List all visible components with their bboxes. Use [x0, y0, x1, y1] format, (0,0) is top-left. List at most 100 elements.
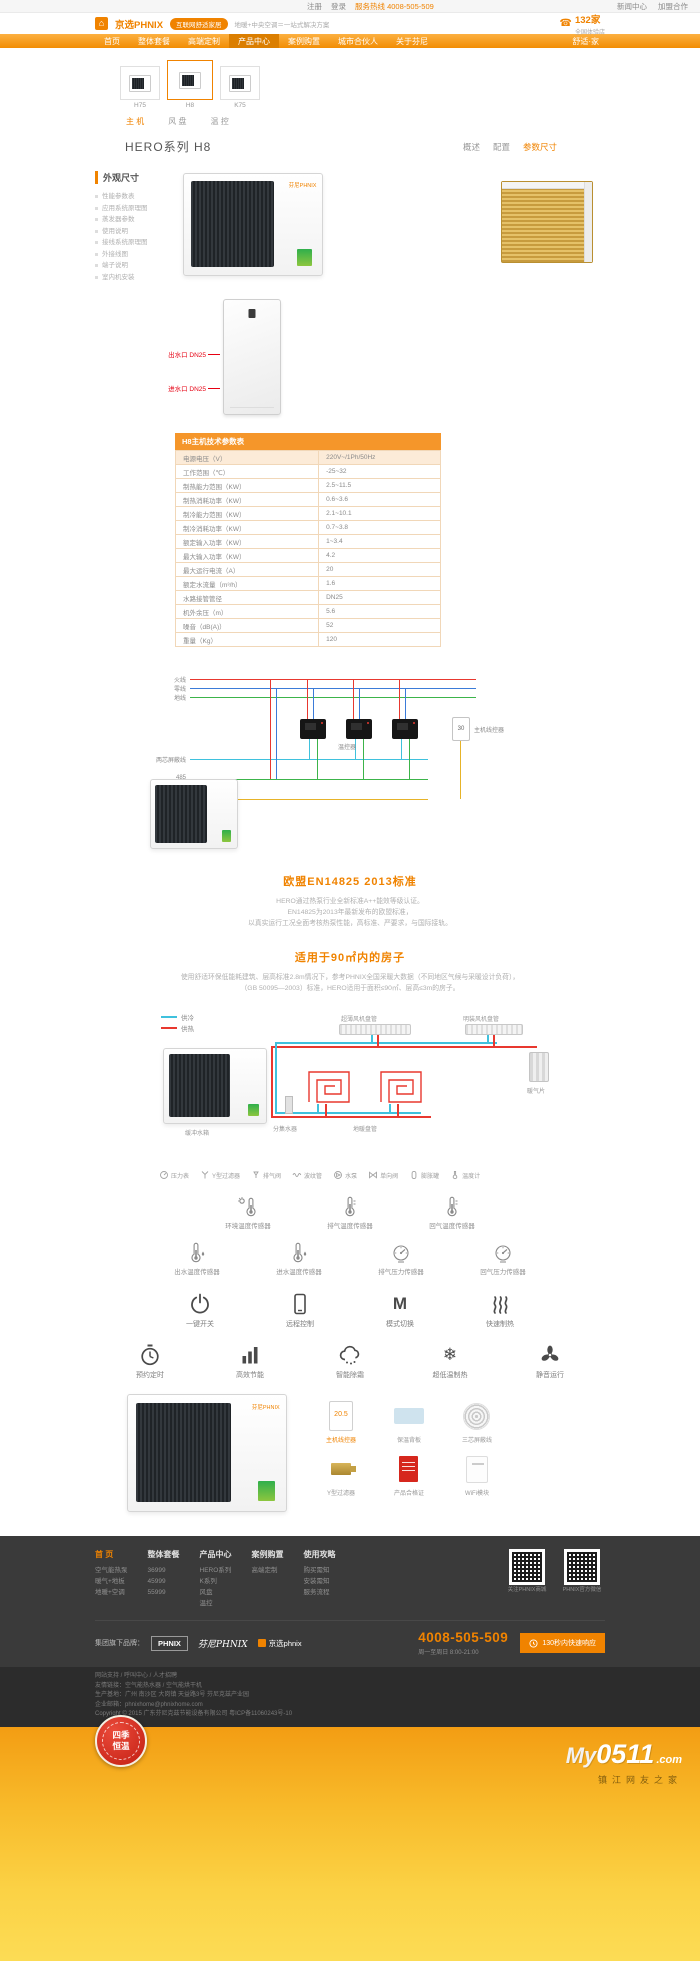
spec-row: 重量（Kg）120 [174, 632, 441, 647]
model-thumb-k75[interactable]: K75 [220, 66, 260, 109]
outdoor-unit-image: 芬尼PHNIX [183, 173, 323, 276]
legal-bar: 网站支持 / 呼叫中心 / 人才招聘 友情链接：空气能热水器 / 空气能烘干机 … [0, 1667, 700, 1727]
sensors-section: 环境温度传感器 排气温度传感器 回气温度传感器 出水温度传感器 [95, 1196, 605, 1276]
inlet-dimension-label: 进水口 DN25 [168, 383, 220, 393]
qr-wechat: PHNIX官方微信 [559, 1549, 605, 1609]
spec-row: 制热消耗功率（KW）0.6~3.6 [174, 492, 441, 507]
accessory-item: 20.5 主机线控器 [307, 1394, 375, 1447]
nav-item-about[interactable]: 关于芬尼 [396, 36, 428, 46]
quick-response-button[interactable]: 130秒内快速响应 [520, 1633, 605, 1653]
footer-link[interactable]: 暖气+地板 [95, 1578, 125, 1585]
water-thermometer-icon [293, 1242, 307, 1263]
shielded-cable-image [463, 1402, 491, 1430]
register-link[interactable]: 注册 [307, 1, 322, 11]
feature-item: 智能除霜 [315, 1343, 385, 1380]
footer-link[interactable]: 地暖+空调 [95, 1589, 125, 1596]
energy-label [257, 1480, 275, 1501]
footer-link[interactable]: 风盘 [199, 1589, 213, 1596]
footer-link[interactable]: K系列 [199, 1578, 217, 1585]
feature-item: 高效节能 [215, 1343, 285, 1380]
sidebar-item[interactable]: 室内机安装 [95, 272, 175, 284]
brand-logo-icon [95, 17, 108, 30]
model-thumb-h8-selected[interactable]: H8 [167, 60, 213, 109]
floor-coil-label: 地暖盘管 [353, 1127, 378, 1133]
nav-item-cases[interactable]: 案例购置 [288, 36, 320, 46]
login-link[interactable]: 登录 [331, 1, 346, 11]
sidebar-item[interactable]: 应用系统原理图 [95, 203, 175, 215]
accessory-item: WiFi模块 [443, 1447, 511, 1500]
brand-name[interactable]: 京选PHNIX [115, 19, 164, 31]
news-link[interactable]: 新闻中心 [617, 1, 647, 11]
nav-item-home[interactable]: 首页 [104, 36, 120, 46]
tab-specs[interactable]: 参数尺寸 [522, 141, 557, 152]
features-section: 一键开关 远程控制 M 模式切换 快速制热 预约定时 [95, 1292, 605, 1380]
sidebar-item[interactable]: 使用说明 [95, 226, 175, 238]
footer-link[interactable]: 高端定制 [251, 1567, 278, 1574]
my0511-subtitle: 镇江网友之家 [597, 1774, 682, 1785]
sidebar-item[interactable]: 性能参数表 [95, 191, 175, 203]
nav-item-products[interactable]: 产品中心 [229, 34, 279, 48]
check-valve-icon [369, 1171, 378, 1179]
slogan-text: 地暖+中央空调＝一站式解决方案 [234, 21, 330, 29]
footer: 首 页 空气能热泵 暖气+地板 地暖+空调 整体套餐 36999 45999 5… [0, 1536, 700, 1667]
footer-link[interactable]: 空气能热泵 [95, 1567, 128, 1574]
outdoor-unit-image [163, 1048, 267, 1124]
tab-configuration[interactable]: 配置 [492, 141, 510, 152]
nav-item-partners[interactable]: 城市合伙人 [338, 36, 378, 46]
sidebar-item[interactable]: 端子说明 [95, 260, 175, 272]
nav-item-custom[interactable]: 高端定制 [188, 36, 220, 46]
house-section: 适用于90㎡内的房子 使用舒适环保低能耗建筑、层高标准2.8m情况下，参考PHN… [95, 949, 605, 994]
footer-brands-row: 集团旗下品牌： PHNIX 芬尼PHNIX 京选phnix 4008-505-5… [95, 1620, 605, 1656]
mode-icon: M [392, 1294, 408, 1313]
expansion-tank-icon [411, 1170, 417, 1180]
tab-thermostat[interactable]: 温 控 [210, 117, 229, 126]
brand-fenni-logo[interactable]: 芬尼PHNIX [197, 1639, 248, 1650]
footer-link[interactable]: 服务流程 [303, 1589, 330, 1596]
buffer-tank-label: 缓冲水箱 [185, 1131, 210, 1137]
tab-main-unit[interactable]: 主 机 [126, 117, 145, 126]
unit-brand-label: 芬尼PHNIX [288, 183, 317, 190]
sidebar-item[interactable]: 蒸发器参数 [95, 214, 175, 226]
sidebar-item[interactable]: 接线系统原理图 [95, 237, 175, 249]
spec-row: 噪音（dB(A)）52 [174, 618, 441, 633]
component-legend: 压力表 Y型过滤器 排气阀 波纹管 水泵 单向阀 膨胀罐 温度计 [159, 1170, 480, 1180]
nav-item-packages[interactable]: 整体套餐 [138, 36, 170, 46]
controller-label: 主机线控器 [474, 728, 505, 734]
topbar: 注册 登录 服务热线 4008-505-509 新闻中心 加盟合作 [0, 0, 700, 13]
brand-jingxuan-logo[interactable]: 京选phnix [257, 1638, 302, 1649]
legal-line: 企业邮箱：phnixhome@phnixhome.com [95, 1701, 203, 1708]
model-thumb-h75[interactable]: H75 [120, 66, 160, 109]
spec-row: 机外余压（m）5.6 [174, 604, 441, 619]
footer-link[interactable]: 安装需知 [303, 1578, 330, 1585]
footer-link[interactable]: 温控 [199, 1600, 213, 1607]
accessory-item: 三芯屏蔽线 [443, 1394, 511, 1447]
sensor-item: 出水温度传感器 [164, 1242, 230, 1276]
footer-column-cases: 案例购置 高端定制 [251, 1550, 284, 1574]
footer-column-guides: 使用攻略 购买需知 安装需知 服务流程 [303, 1550, 336, 1596]
manifold [285, 1096, 293, 1114]
outdoor-unit-image: 芬尼PHNIX [127, 1394, 287, 1512]
fan-coil-unit [339, 1024, 411, 1035]
footer-link[interactable]: 购买需知 [303, 1567, 330, 1574]
tab-overview[interactable]: 概述 [462, 141, 480, 152]
spec-row: 最大运行电流（A）20 [174, 562, 441, 577]
spec-row: 额定输入功率（KW）1~3.4 [174, 534, 441, 549]
stores-info: 132家 全国体验店 [560, 12, 605, 36]
water-thermometer-icon [191, 1242, 205, 1263]
qr-shop: 关注PHNIX商城 [504, 1549, 550, 1609]
tab-fan-coil[interactable]: 风 盘 [168, 117, 187, 126]
slogan-badge: 互联网舒适家居 [170, 17, 228, 30]
footer-hours: 周一至周日 8:00-21:00 [418, 1650, 479, 1656]
unit-thumbnail [129, 74, 151, 92]
sidebar-item[interactable]: 外接线图 [95, 249, 175, 261]
join-link[interactable]: 加盟合作 [658, 1, 688, 11]
snowflake-icon: ❄ [442, 1345, 458, 1364]
brand-phnix-logo[interactable]: PHNIX [151, 1635, 188, 1651]
nav-item-comfort-home[interactable]: 舒适·家 [572, 36, 599, 46]
footer-phone-number: 4008-505-509 [418, 1630, 509, 1645]
phone-icon [560, 18, 572, 29]
footer-link[interactable]: HERO系列 [199, 1567, 232, 1574]
